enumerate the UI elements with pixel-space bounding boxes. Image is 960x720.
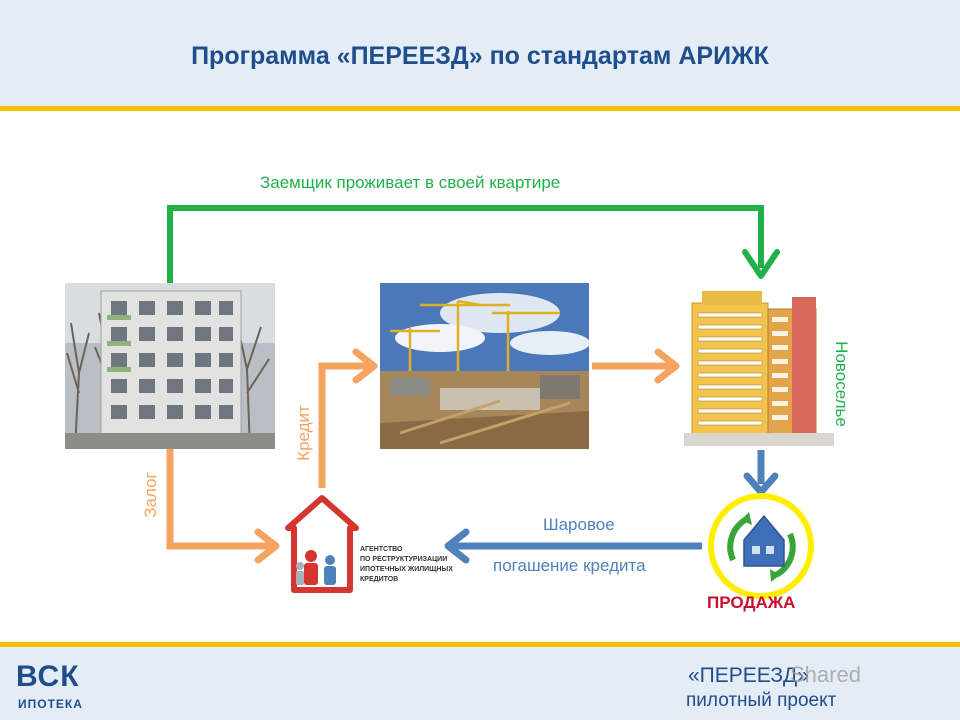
new-building-image: [680, 283, 840, 446]
sale-emblem: [708, 493, 814, 599]
agency-logo: [285, 495, 359, 593]
footer-divider: [0, 642, 960, 647]
pledge-arrowhead: [254, 528, 280, 564]
green-arrowhead: [742, 249, 780, 279]
label-novosele: Новоселье: [832, 341, 851, 427]
repay-arrowhead: [444, 528, 470, 564]
green-arrow: [167, 205, 764, 283]
construction-photo: [380, 283, 589, 449]
agency-name: АГЕНТСТВО ПО РЕСТРУКТУРИЗАЦИИ ИПОТЕЧНЫХ …: [360, 546, 453, 583]
vsk-logo-subtext: ИПОТЕКА: [18, 697, 83, 711]
header-divider: [0, 106, 960, 111]
label-repay-line2: погашение кредита: [493, 556, 646, 575]
construction-image: [380, 283, 589, 449]
page-title: Программа «ПЕРЕЕЗД» по стандартам АРИЖК: [191, 42, 769, 70]
old-building-image: [65, 283, 275, 449]
credit-arrowhead: [352, 348, 378, 384]
footer-band: [0, 647, 960, 720]
project-name: «ПЕРЕЕЗД»: [688, 664, 809, 687]
sale-down-arrowhead: [743, 472, 779, 496]
label-sale: ПРОДАЖА: [707, 593, 796, 612]
new-building-photo: [680, 283, 840, 446]
header-band: [0, 0, 960, 106]
watermark: Shared: [790, 662, 861, 687]
build-arrowhead: [654, 348, 680, 384]
vsk-logo-text: ВСК: [16, 660, 80, 693]
label-zalog: Залог: [141, 472, 160, 518]
label-repay-line1: Шаровое: [543, 515, 615, 534]
old-building-photo: [65, 283, 275, 449]
pledge-arrow: [166, 449, 272, 550]
project-subtitle: пилотный проект: [686, 690, 837, 711]
label-borrower-lives: Заемщик проживает в своей квартире: [260, 173, 561, 192]
credit-arrow: [318, 362, 370, 488]
label-kredit: Кредит: [294, 405, 313, 461]
